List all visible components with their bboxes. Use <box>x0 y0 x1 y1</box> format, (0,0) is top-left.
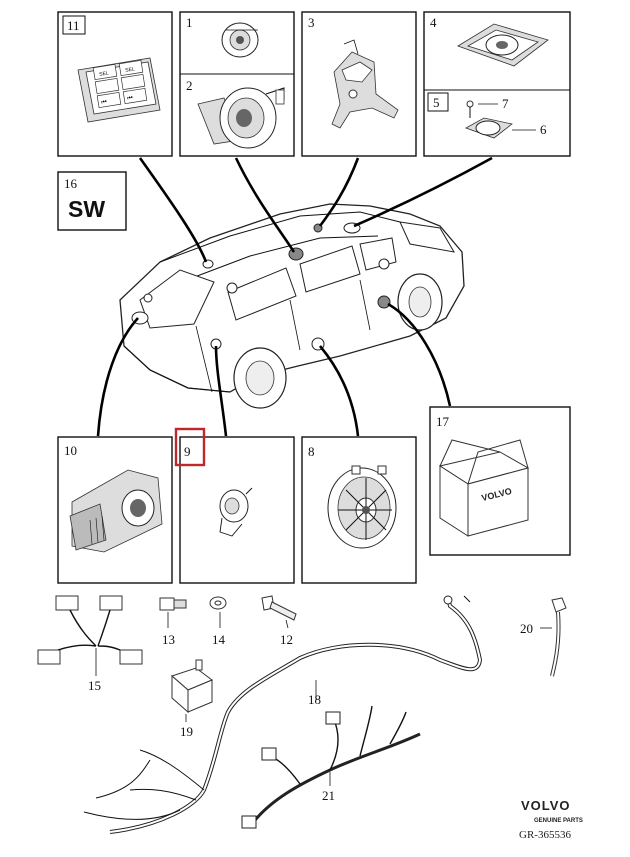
box-number-3: 3 <box>308 15 315 30</box>
label-19: 19 <box>180 724 193 739</box>
sel-label: SEL <box>99 70 109 77</box>
diagram-reference: GR-365536 <box>519 829 571 841</box>
box-number-4: 4 <box>430 15 437 30</box>
highlight-frame <box>174 427 206 467</box>
label-7: 7 <box>502 96 509 111</box>
sw-label: SW <box>68 196 105 222</box>
callout-box-9[interactable]: 9 <box>174 427 295 584</box>
screw-7 <box>466 100 498 118</box>
box-number-9: 9 <box>184 444 191 459</box>
box-number-5: 5 <box>433 95 440 110</box>
label-15: 15 <box>88 678 101 693</box>
label-20: 20 <box>520 621 533 636</box>
bolt-13 <box>159 597 187 628</box>
callout-box-16[interactable]: 16 SW <box>57 171 127 231</box>
box-number-2: 2 <box>186 78 193 93</box>
label-21: 21 <box>322 788 335 803</box>
box-number-10: 10 <box>64 443 77 458</box>
box-number-1: 1 <box>186 15 193 30</box>
callout-box-3[interactable]: 3 <box>301 11 417 157</box>
prev-track-icon: ⏮ <box>101 98 108 106</box>
box-number-17: 17 <box>436 414 450 429</box>
door-speaker-8 <box>327 465 397 549</box>
car-illustration <box>119 203 465 409</box>
callout-box-4-5[interactable]: 4 5 7 6 <box>423 11 571 157</box>
callout-box-11[interactable]: 11 SEL SEL ⏮ ⏮ <box>57 11 173 157</box>
sel-label: SEL <box>125 66 135 73</box>
wiring-harness-18 <box>83 595 483 834</box>
rivet-12 <box>261 595 297 629</box>
genuine-parts-text: GENUINE PARTS <box>534 818 583 824</box>
relay-19 <box>171 659 213 722</box>
pointer-lines <box>96 156 493 437</box>
mounting-bracket <box>331 39 399 129</box>
tweeter-9 <box>219 487 253 537</box>
parts-box-17: VOLVO <box>438 439 530 537</box>
box-number-11: 11 <box>67 18 80 33</box>
label-18: 18 <box>308 692 321 707</box>
callout-box-8[interactable]: 8 <box>301 436 417 584</box>
connector-harness-15 <box>37 595 143 676</box>
callout-box-17[interactable]: 17 VOLVO <box>429 406 571 556</box>
small-speaker-6 <box>465 117 536 139</box>
callout-box-10[interactable]: 10 <box>57 436 173 584</box>
box-number-16: 16 <box>64 176 78 191</box>
amplifier-unit <box>69 469 163 553</box>
volvo-logo: VOLVO <box>521 798 571 813</box>
label-13: 13 <box>162 632 175 647</box>
tweeter-speaker <box>221 22 259 58</box>
cable-tie-20 <box>540 597 567 677</box>
callout-box-1-2[interactable]: 1 2 <box>179 11 295 157</box>
flat-speaker <box>457 23 549 67</box>
wiring-harness-21 <box>241 705 421 829</box>
label-14: 14 <box>212 632 226 647</box>
washer-14 <box>209 596 227 628</box>
label-6: 6 <box>540 122 547 137</box>
box-number-8: 8 <box>308 444 315 459</box>
midrange-speaker <box>197 87 285 149</box>
volvo-footer: VOLVO GENUINE PARTS GR-365536 <box>519 798 583 841</box>
prev-track-icon: ⏮ <box>127 94 134 102</box>
switch-panel: SEL SEL ⏮ ⏮ <box>77 57 161 123</box>
label-12: 12 <box>280 632 293 647</box>
